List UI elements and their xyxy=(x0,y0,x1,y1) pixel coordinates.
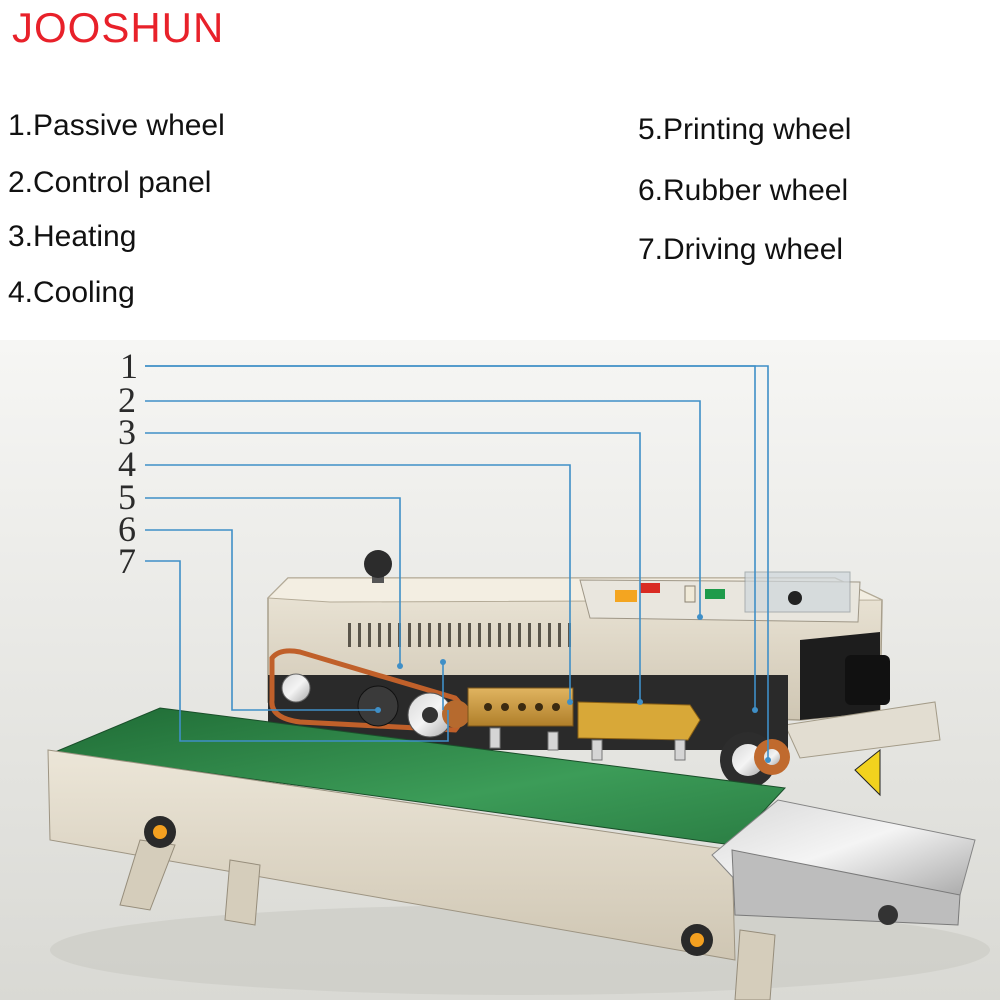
conveyor xyxy=(47,707,976,1000)
temperature-dial xyxy=(788,591,802,605)
conveyor-knob-left xyxy=(144,816,176,848)
part-label-1: 1.Passive wheel xyxy=(8,109,225,142)
part-label-2: 2.Control panel xyxy=(8,166,212,199)
part-label-7: 7.Driving wheel xyxy=(638,233,844,266)
vent-slots xyxy=(348,623,571,647)
machine-photo: 1 2 3 4 5 6 7 xyxy=(0,340,1000,1000)
passive-wheel-left xyxy=(281,673,311,703)
green-indicator xyxy=(705,589,725,599)
part-label-6: 6.Rubber wheel xyxy=(638,174,849,207)
leader-line-2 xyxy=(145,400,701,617)
leader-dots xyxy=(375,614,771,763)
machine-illustration: 1 2 3 4 5 6 7 xyxy=(0,340,1000,1000)
conveyor-knob-right xyxy=(681,924,713,956)
leader-lines xyxy=(145,365,769,760)
callout-number-3: 3 xyxy=(118,412,136,452)
guide-plate xyxy=(784,701,941,759)
leader-line-3 xyxy=(145,432,641,702)
callout-number-7: 7 xyxy=(118,541,136,581)
callout-number-4: 4 xyxy=(118,444,136,484)
leader-line-6 xyxy=(145,529,378,711)
leader-line-4 xyxy=(145,464,571,702)
leader-line-5 xyxy=(145,497,401,666)
conveyor-side-panel xyxy=(47,749,736,961)
callout-number-5: 5 xyxy=(118,477,136,517)
rubber-wheel xyxy=(357,685,399,727)
leader-line-7 xyxy=(145,560,449,742)
orange-switch xyxy=(615,590,637,602)
side-handle xyxy=(845,655,890,705)
leader-line-1b xyxy=(145,365,756,710)
brand-logo-text: JOOSHUN xyxy=(12,4,225,51)
part-label-5: 5.Printing wheel xyxy=(638,113,852,146)
leg-right xyxy=(734,929,776,1000)
callout-number-2: 2 xyxy=(118,380,136,420)
red-indicator xyxy=(640,583,660,593)
part-label-3: 3.Heating xyxy=(8,220,137,253)
top-knob xyxy=(364,550,392,583)
callout-number-1: 1 xyxy=(120,346,138,386)
table-adjust-knob xyxy=(878,905,898,925)
part-label-4: 4.Cooling xyxy=(8,276,135,309)
warning-label xyxy=(854,748,881,797)
callout-number-6: 6 xyxy=(118,509,136,549)
conveyor-belt xyxy=(53,707,787,846)
leg-center xyxy=(224,859,261,926)
driving-wheel-left xyxy=(442,700,470,728)
fuse-holder xyxy=(684,585,696,603)
cooling-block xyxy=(577,701,701,741)
